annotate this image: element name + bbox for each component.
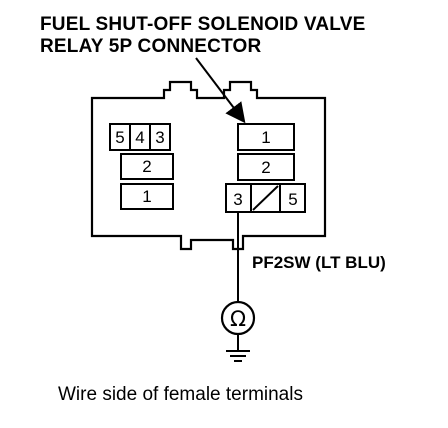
- terminal-label-right-3: 3: [233, 190, 242, 209]
- terminal-cell-3: [149, 123, 171, 151]
- title-line-2: RELAY 5P CONNECTOR: [40, 36, 262, 57]
- terminal-label-5: 5: [115, 128, 124, 147]
- ground-icon: [226, 350, 250, 362]
- connector-housing: [90, 80, 327, 251]
- connector-title: FUEL SHUT-OFF SOLENOID VALVE RELAY 5P CO…: [40, 14, 365, 58]
- terminal-label-4: 4: [135, 128, 144, 147]
- terminal-cell-1: [120, 183, 174, 210]
- title-line-1: FUEL SHUT-OFF SOLENOID VALVE: [40, 14, 366, 35]
- wire-color-label: PF2SW (LT BLU): [252, 253, 386, 272]
- terminal-cell-right-2: [237, 153, 295, 181]
- terminal-cell-right-1: [237, 123, 295, 151]
- terminal-label-right-5: 5: [288, 190, 297, 209]
- pointer-arrow: [195, 57, 246, 124]
- right-terminal-block: 1 2 3 5: [225, 123, 306, 213]
- terminal-label-1: 1: [142, 187, 151, 206]
- terminal-label-right-2: 2: [261, 158, 270, 177]
- terminal-label-2: 2: [142, 157, 151, 176]
- blank-terminal-slash: [252, 185, 279, 211]
- left-terminal-block: 5 4 3 2 1: [109, 123, 174, 210]
- terminal-cell-right-5: [279, 183, 306, 213]
- terminal-label-3: 3: [155, 128, 164, 147]
- terminal-cell-2: [120, 153, 174, 180]
- ohm-symbol: Ω: [230, 307, 246, 331]
- diagram-caption: Wire side of female terminals: [58, 384, 303, 405]
- terminal-label-right-1: 1: [261, 128, 270, 147]
